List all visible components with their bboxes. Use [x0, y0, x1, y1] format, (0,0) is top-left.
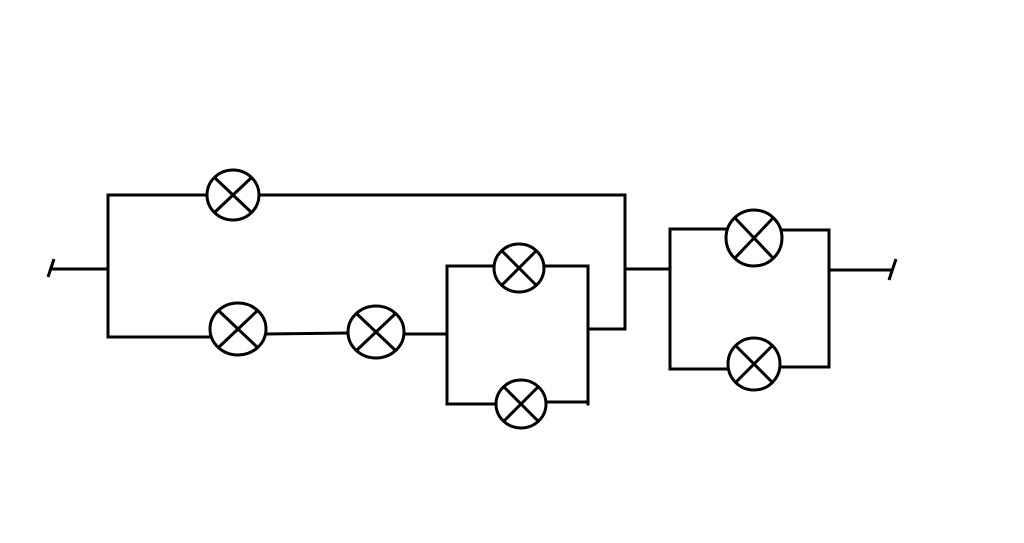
lamp-icon: [346, 304, 406, 360]
wires: [49, 193, 894, 406]
lamp-icon: [492, 242, 546, 294]
lamp-icon: [726, 336, 782, 392]
wire-bottom-branch-b: [264, 331, 350, 336]
lamp-icon: [208, 301, 268, 357]
lamp-icon: [205, 168, 261, 222]
lamp-icon: [494, 378, 548, 430]
lamps: [205, 168, 784, 430]
terminal-right: [887, 258, 898, 281]
lamp-icon: [724, 208, 784, 268]
